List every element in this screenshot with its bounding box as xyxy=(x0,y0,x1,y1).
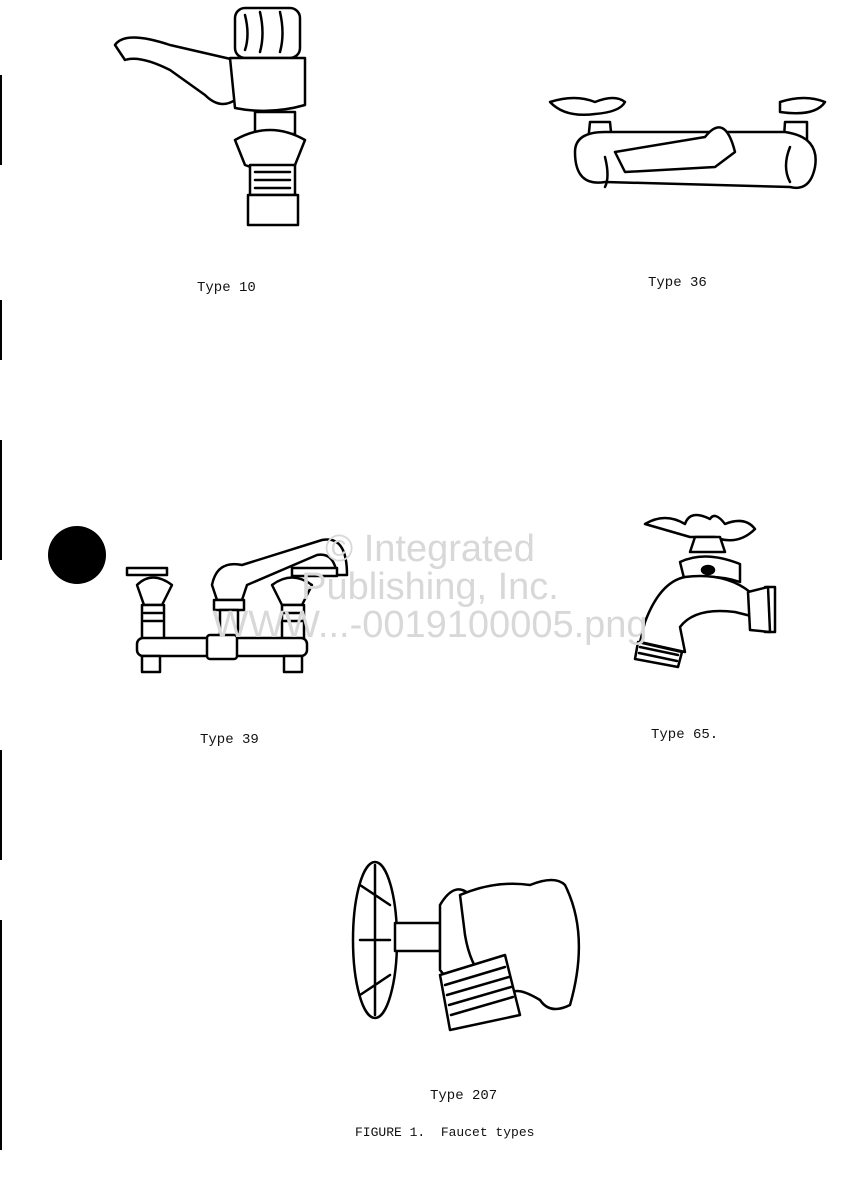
faucet-type-207-drawing xyxy=(345,855,595,1035)
figure-label: Type 65. xyxy=(651,727,719,743)
scan-edge xyxy=(0,300,2,360)
faucet-type-36-drawing xyxy=(545,92,835,202)
scan-edge xyxy=(0,920,2,1150)
scan-edge xyxy=(0,75,2,165)
figure-label: Type 39 xyxy=(200,732,259,748)
binder-hole-mark xyxy=(48,526,106,584)
figure-label: Type 36 xyxy=(648,275,707,291)
figure-caption: FIGURE 1. Faucet types xyxy=(355,1125,535,1140)
scan-edge xyxy=(0,440,2,560)
scan-edge xyxy=(0,750,2,860)
faucet-type-65-drawing xyxy=(630,512,780,672)
faucet-type-10-drawing xyxy=(110,0,330,230)
figure-label: Type 10 xyxy=(197,280,256,296)
figure-label: Type 207 xyxy=(430,1088,498,1104)
faucet-type-39-drawing xyxy=(122,530,362,680)
